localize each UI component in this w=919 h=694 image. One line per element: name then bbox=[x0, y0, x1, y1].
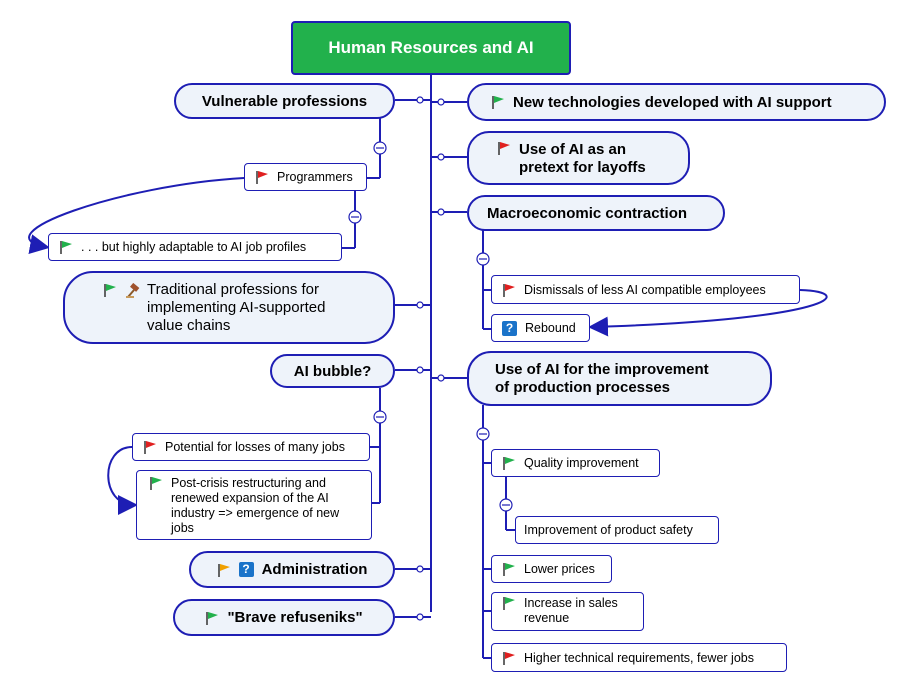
topic-label: Macroeconomic contraction bbox=[487, 204, 688, 222]
subtopic-label: Potential for losses of many jobs bbox=[165, 440, 345, 454]
topic-administration[interactable]: ? Administration bbox=[189, 551, 395, 588]
topic-label: AI bubble? bbox=[293, 362, 372, 380]
topic-label: New technologies developed with AI suppo… bbox=[513, 93, 832, 111]
topic-label: Traditional professions for implementing… bbox=[147, 280, 326, 334]
green-flag-icon bbox=[60, 241, 72, 254]
green-flag-icon bbox=[206, 611, 219, 625]
red-flag-icon bbox=[503, 283, 515, 297]
subtopic-label: . . . but highly adaptable to AI job pro… bbox=[81, 240, 307, 254]
subtopic-label: Lower prices bbox=[524, 562, 595, 576]
question-icon: ? bbox=[502, 320, 517, 336]
topic-vulnerable-professions[interactable]: Vulnerable professions bbox=[174, 83, 395, 119]
green-flag-icon bbox=[104, 284, 116, 297]
green-flag-icon bbox=[150, 477, 162, 490]
topic-pretext-layoffs[interactable]: Use of AI as an pretext for layoffs bbox=[467, 131, 690, 185]
topic-label: Vulnerable professions bbox=[201, 92, 368, 110]
topic-brave-refuseniks[interactable]: "Brave refuseniks" bbox=[173, 599, 395, 636]
subtopic-dismissals[interactable]: Dismissals of less AI compatible employe… bbox=[491, 275, 800, 304]
subtopic-quality[interactable]: Quality improvement bbox=[491, 449, 660, 477]
subtopic-label: Programmers bbox=[277, 170, 353, 184]
gavel-icon bbox=[126, 283, 140, 298]
subtopic-rebound[interactable]: ? Rebound bbox=[491, 314, 590, 342]
subtopic-potential-losses[interactable]: Potential for losses of many jobs bbox=[132, 433, 370, 461]
subtopic-product-safety[interactable]: Improvement of product safety bbox=[515, 516, 719, 544]
topic-new-technologies[interactable]: New technologies developed with AI suppo… bbox=[467, 83, 886, 121]
topic-ai-bubble[interactable]: AI bubble? bbox=[270, 354, 395, 388]
red-flag-icon bbox=[503, 651, 515, 665]
topic-label: "Brave refuseniks" bbox=[227, 609, 363, 626]
red-flag-icon bbox=[498, 142, 510, 155]
subtopic-higher-requirements[interactable]: Higher technical requirements, fewer job… bbox=[491, 643, 787, 672]
topic-label: Use of AI for the improvement of product… bbox=[495, 360, 709, 396]
subtopic-lower-prices[interactable]: Lower prices bbox=[491, 555, 612, 583]
green-flag-icon bbox=[492, 96, 504, 109]
topic-traditional-professions[interactable]: Traditional professions for implementing… bbox=[63, 271, 395, 344]
green-flag-icon bbox=[503, 457, 515, 470]
red-flag-icon bbox=[144, 441, 156, 454]
subtopic-label: Higher technical requirements, fewer job… bbox=[524, 650, 754, 665]
subtopic-label: Quality improvement bbox=[524, 456, 639, 470]
subtopic-adaptable[interactable]: . . . but highly adaptable to AI job pro… bbox=[48, 233, 342, 261]
orange-flag-icon bbox=[217, 563, 230, 577]
subtopic-label: Rebound bbox=[525, 321, 576, 335]
subtopic-programmers[interactable]: Programmers bbox=[244, 163, 367, 191]
green-flag-icon bbox=[503, 563, 515, 576]
collapse-icon bbox=[348, 141, 513, 512]
subtopic-label: Post-crisis restructuring and renewed ex… bbox=[171, 476, 340, 535]
subtopic-post-crisis[interactable]: Post-crisis restructuring and renewed ex… bbox=[136, 470, 372, 540]
subtopic-label: Increase in sales revenue bbox=[524, 596, 618, 625]
subtopic-sales-revenue[interactable]: Increase in sales revenue bbox=[491, 592, 644, 631]
topic-label: Administration bbox=[261, 561, 368, 578]
subtopic-label: Improvement of product safety bbox=[524, 523, 693, 537]
topic-improvement-production[interactable]: Use of AI for the improvement of product… bbox=[467, 351, 772, 406]
root-label: Human Resources and AI bbox=[328, 38, 534, 57]
green-flag-icon bbox=[503, 597, 515, 610]
red-flag-icon bbox=[256, 171, 268, 184]
topic-macroeconomic-contraction[interactable]: Macroeconomic contraction bbox=[467, 195, 725, 231]
subtopic-label: Dismissals of less AI compatible employe… bbox=[524, 282, 766, 297]
question-icon: ? bbox=[238, 562, 254, 577]
root-topic[interactable]: Human Resources and AI bbox=[291, 21, 571, 75]
topic-label: Use of AI as an pretext for layoffs bbox=[519, 141, 646, 176]
